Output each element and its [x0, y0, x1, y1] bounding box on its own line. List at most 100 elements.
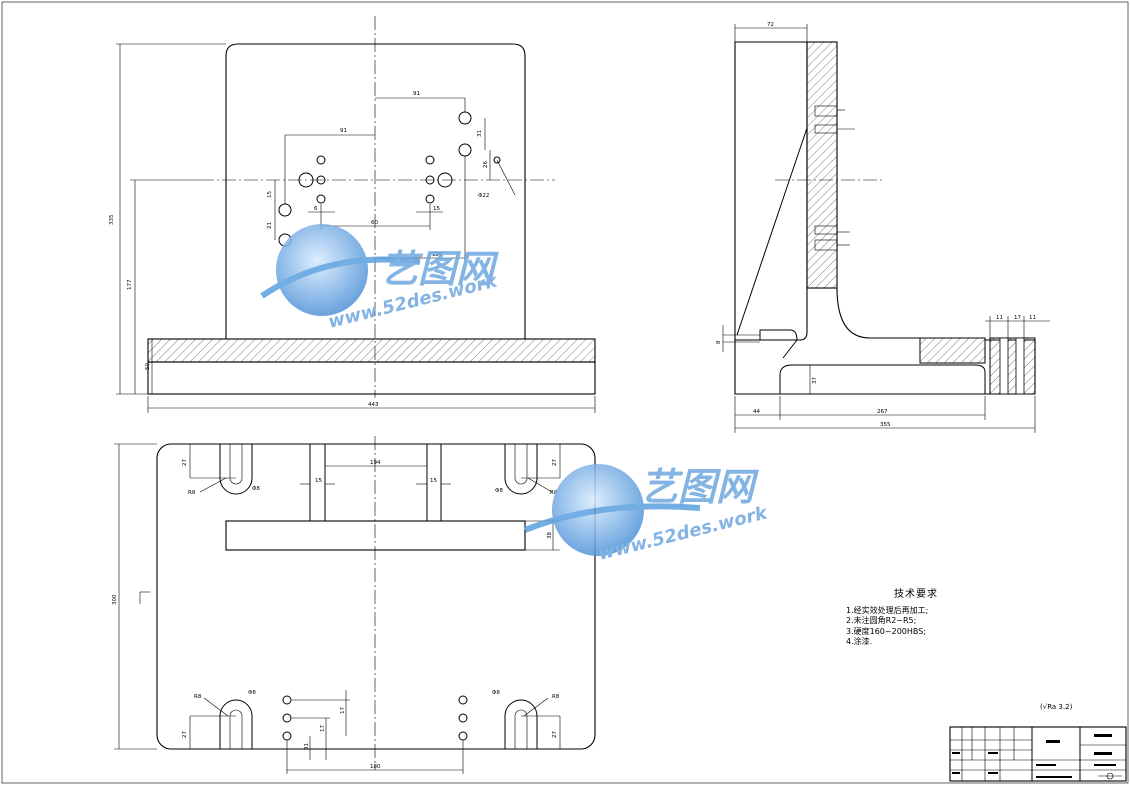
dim-rib-w-left: 15 [315, 478, 322, 484]
dim-rib-spacing: 194 [370, 460, 381, 466]
front-hole-pattern [278, 111, 501, 247]
front-base-section [147, 338, 596, 363]
dim-11-b: 11 [1029, 315, 1036, 321]
side-bolt-hole [814, 105, 838, 117]
plan-slot-tl [219, 444, 253, 495]
dim-11-a: 11 [996, 315, 1003, 321]
dim-thickness: 8 [716, 340, 722, 344]
dim-r-bl: R8 [194, 694, 202, 700]
front-view: 335 177 50 443 91 91 31 26 15 21 6 15 60… [109, 16, 596, 413]
side-slot-section [989, 337, 1036, 395]
dim-hole-v1: 17 [340, 707, 346, 714]
side-foot-detail [759, 329, 798, 359]
front-base-lower [147, 361, 596, 395]
dim-phi22: Φ22 [478, 193, 489, 199]
dim-6: 6 [314, 206, 318, 212]
dim-overall-height: 335 [109, 214, 115, 225]
side-fillet [836, 287, 920, 339]
dim-rib-h: 38 [547, 532, 553, 539]
front-plate-outline [225, 43, 526, 339]
plan-slot-bl [219, 699, 253, 749]
dim-r-br: R8 [552, 694, 560, 700]
plan-slot-br [504, 699, 538, 749]
dim-21: 21 [267, 222, 273, 229]
front-dim-lines [116, 43, 596, 413]
side-slot-gap [999, 337, 1009, 395]
plan-slot-tr [504, 444, 538, 495]
side-bolt-hole [814, 225, 838, 235]
dim-overall-depth: 355 [880, 422, 891, 428]
dim-26: 26 [483, 161, 489, 168]
dim-r-tl: R8 [188, 490, 196, 496]
dim-foot-offset: 37 [812, 377, 818, 384]
dim-hole-v2: 17 [320, 725, 326, 732]
dim-hole-span: 180 [370, 764, 381, 770]
roughness-value: Ra 3.2 [1047, 703, 1070, 711]
plan-plate-footprint [225, 520, 526, 551]
hole [316, 175, 326, 185]
dim-slot-offset-bl: 27 [182, 731, 188, 738]
tech-note-item: 4.涂漆. [846, 637, 873, 646]
dim-60: 60 [371, 220, 378, 226]
tech-note-item: 1.经实效处理后再加工; [846, 605, 929, 615]
title-block [949, 726, 1127, 782]
dim-r-tr: R8 [550, 490, 558, 496]
dim-top-depth: 72 [767, 22, 774, 28]
dim-15-a: 15 [267, 191, 273, 198]
roughness-check-icon: √ [1042, 703, 1048, 711]
dim-slot-offset-br: 27 [552, 731, 558, 738]
dim-slot-offset-tr: 27 [552, 459, 558, 466]
side-base-section [919, 337, 986, 364]
dim-slot-offset-tl: 27 [182, 459, 188, 466]
side-base-recess [779, 364, 986, 394]
watermark-logo: 艺图网 www.52des.work [260, 224, 500, 333]
dim-phi-bl: Φ8 [248, 690, 256, 696]
hole [425, 175, 435, 185]
dim-overall-width: 443 [368, 402, 379, 408]
dim-31: 31 [477, 130, 483, 137]
hole [425, 155, 435, 165]
side-dim-lines [722, 24, 1050, 433]
hole [316, 194, 326, 204]
dim-phi-tr: Φ8 [495, 488, 503, 494]
hole [425, 194, 435, 204]
tech-notes: 技术要求 1.经实效处理后再加工; 2.未注圆角R2~R5; 3.硬度160~2… [846, 589, 996, 648]
hole [316, 155, 326, 165]
plan-holes [282, 695, 468, 741]
dim-15-b: 15 [433, 206, 440, 212]
dim-phi-tl: Φ8 [252, 486, 260, 492]
dim-17: 17 [1014, 315, 1021, 321]
hole [278, 203, 292, 217]
dim-right-part: 267 [877, 409, 888, 415]
tech-notes-title: 技术要求 [894, 589, 938, 600]
side-vertical-plate-section [806, 41, 838, 289]
tech-note-item: 3.硬度160~200HBS; [846, 626, 927, 636]
dim-plan-depth: 300 [112, 594, 118, 605]
hole [437, 172, 453, 188]
dim-phi-br: Φ8 [492, 690, 500, 696]
hole [298, 172, 314, 188]
tech-note-item: 2.未注圆角R2~R5; [846, 616, 917, 625]
dim-rib-w-right: 15 [430, 478, 437, 484]
watermark-brand-text: 艺图网 [640, 465, 759, 509]
side-slot-gap [1015, 337, 1025, 395]
side-rib-outline [734, 41, 808, 341]
dim-hole-v3: 31 [304, 743, 310, 750]
dim-91-top: 91 [413, 91, 420, 97]
dim-left-part: 44 [753, 409, 760, 415]
plan-dim-lines [114, 443, 561, 774]
side-rib-diagonal [736, 127, 808, 336]
side-view: 72 8 37 44 267 355 11 17 11 [716, 22, 1050, 433]
roughness-symbol: (√Ra 3.2) [1040, 703, 1073, 711]
watermark-brand-text: 艺图网 [380, 247, 499, 291]
plan-view: 300 27 27 27 27 194 15 15 38 R8 Φ8 Φ8 R8… [112, 436, 596, 774]
plan-outline [156, 443, 596, 750]
hole [458, 143, 472, 157]
hole [493, 156, 501, 164]
hole [458, 111, 472, 125]
dim-91-left: 91 [340, 128, 347, 134]
dim-base-height: 50 [145, 363, 151, 370]
watermark-logo: 艺图网 www.52des.work [523, 464, 770, 565]
